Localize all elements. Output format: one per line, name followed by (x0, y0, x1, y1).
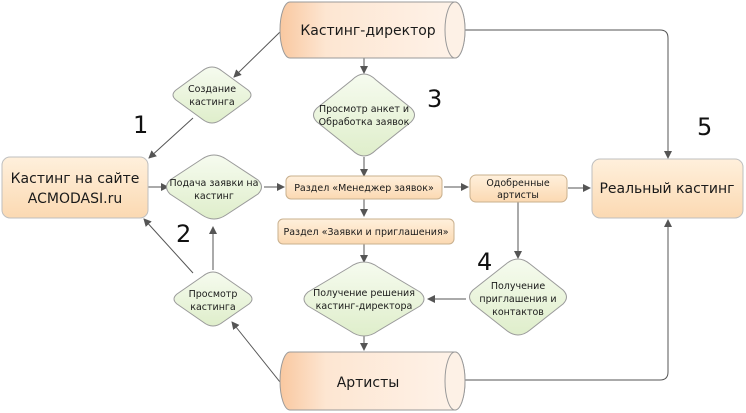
edge-view-to-site (143, 218, 194, 274)
manager-section-label: Раздел «Менеджер заявок» (294, 183, 434, 194)
review-line2: Обработка заявок (319, 117, 410, 128)
edge-director-to-create (233, 31, 281, 78)
node-real-casting: Реальный кастинг (591, 158, 744, 219)
node-review-applications: Просмотр анкет и Обработка заявок (313, 73, 415, 157)
decision-line1: Получение решения (313, 288, 415, 299)
invite-line1: Получение (491, 281, 545, 292)
approved-line1: Одобренные (486, 178, 550, 189)
edge-artists-to-real (465, 219, 672, 381)
approved-line2: артисты (497, 190, 539, 201)
edge-artists-to-view (231, 321, 281, 383)
node-create-casting: Создание кастинга (172, 66, 252, 124)
submit-app-line1: Подача заявки на (170, 178, 259, 189)
step-number-4: 4 (477, 248, 492, 276)
review-line1: Просмотр анкет и (319, 104, 409, 115)
decision-line2: кастинг-директора (316, 301, 413, 312)
step-number-5: 5 (697, 113, 712, 141)
node-director-decision: Получение решения кастинг-директора (303, 261, 425, 337)
artists-label: Артисты (337, 375, 400, 391)
step-number-2: 2 (176, 220, 191, 248)
node-site-casting: Кастинг на сайте ACMODASI.ru (1, 156, 149, 219)
step-number-1: 1 (133, 111, 148, 139)
connectors (143, 29, 672, 383)
casting-director-label: Кастинг-директор (300, 23, 435, 39)
node-casting-director: Кастинг-директор (279, 1, 466, 59)
invitations-section-label: Раздел «Заявки и приглашения» (283, 227, 448, 238)
submit-app-line2: кастинг (194, 191, 234, 202)
node-invitations-section: Раздел «Заявки и приглашения» (277, 218, 455, 245)
step-number-3: 3 (427, 85, 442, 113)
create-casting-line1: Создание (188, 84, 236, 95)
real-casting-label: Реальный кастинг (599, 181, 734, 197)
view-casting-line2: кастинга (190, 302, 236, 313)
invite-line2: приглашения и (479, 294, 556, 305)
invite-line3: контактов (492, 307, 544, 318)
view-casting-line1: Просмотр (189, 289, 238, 300)
site-casting-line2: ACMODASI.ru (28, 191, 122, 207)
node-receive-invitation: Получение приглашения и контактов (469, 258, 567, 336)
edge-director-to-real (465, 29, 672, 159)
node-view-casting: Просмотр кастинга (173, 271, 253, 327)
node-artists: Артисты (279, 351, 466, 411)
node-submit-application: Подача заявки на кастинг (166, 154, 262, 220)
node-manager-section: Раздел «Менеджер заявок» (285, 175, 443, 200)
create-casting-line2: кастинга (189, 97, 235, 108)
node-approved-artists: Одобренные артисты (469, 174, 568, 203)
edge-create-to-site (148, 117, 194, 159)
site-casting-line1: Кастинг на сайте (11, 171, 140, 187)
